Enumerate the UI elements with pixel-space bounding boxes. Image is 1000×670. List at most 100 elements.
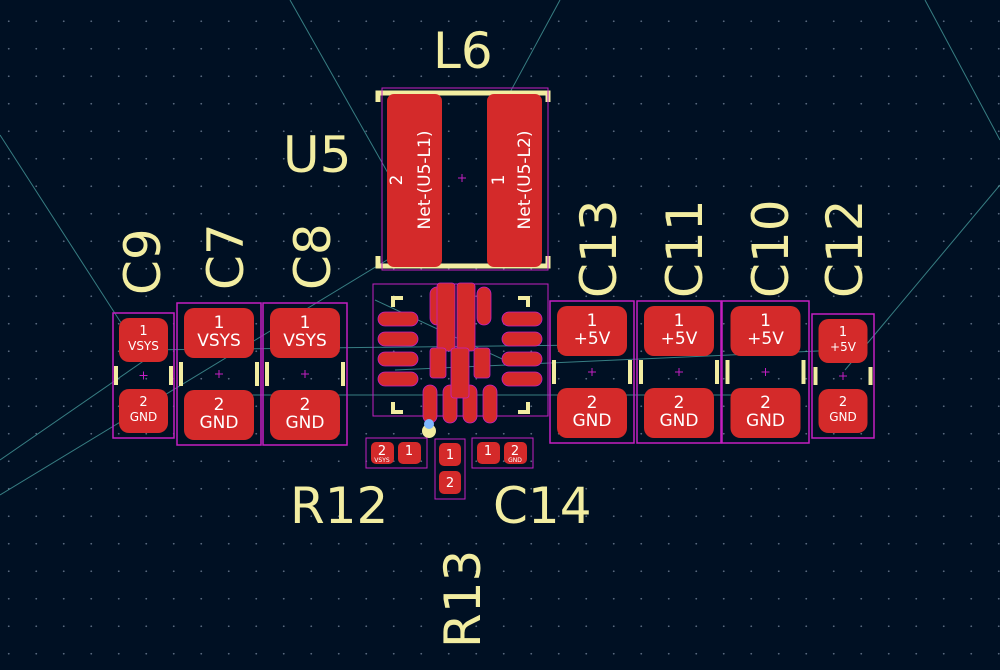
C14-pad-1-number: 1 bbox=[484, 444, 492, 459]
C13-courtyard bbox=[549, 300, 635, 444]
resistor-R12[interactable]: 2 VSYS 1 bbox=[365, 437, 428, 469]
L6-pad-2[interactable]: 2 Net-(U5-L1) bbox=[387, 94, 442, 267]
C12-pad-1-number: 1 bbox=[839, 325, 847, 340]
C8-pad-1-number: 1 bbox=[300, 313, 311, 333]
C13-pad-2[interactable] bbox=[557, 388, 627, 438]
C8-courtyard bbox=[262, 302, 348, 446]
U5-silkscreen bbox=[391, 296, 530, 414]
C12-center-marker bbox=[839, 372, 847, 380]
C9-pad-2[interactable] bbox=[119, 389, 168, 433]
C8-pad-2-number: 2 bbox=[300, 395, 311, 415]
C10-pad-2-net: GND bbox=[746, 411, 785, 431]
C10-pad-1-number: 1 bbox=[760, 311, 771, 331]
L6-pad-2-number: 2 bbox=[387, 175, 407, 186]
ref-label-C8: C8 bbox=[284, 223, 342, 290]
C12-pad-2-net: GND bbox=[829, 410, 857, 424]
C7-pad-2-number: 2 bbox=[214, 395, 225, 415]
C12-pad-1[interactable] bbox=[818, 319, 868, 363]
R13-pad-1-number: 1 bbox=[446, 448, 454, 463]
C9-center-marker bbox=[139, 371, 148, 380]
C11-pad-2-number: 2 bbox=[674, 393, 685, 413]
C12-silkscreen bbox=[813, 367, 873, 385]
ref-label-C12: C12 bbox=[816, 199, 874, 298]
L6-pad-1[interactable]: 1 Net-(U5-L2) bbox=[487, 94, 542, 267]
ref-label-C14: C14 bbox=[493, 477, 592, 535]
C7-silkscreen bbox=[179, 362, 259, 386]
C8-center-marker bbox=[301, 370, 309, 378]
C13-pad-1-number: 1 bbox=[587, 311, 598, 331]
R13-courtyard bbox=[434, 438, 466, 500]
C12-courtyard bbox=[811, 313, 875, 439]
C13-pad-2-number: 2 bbox=[587, 393, 598, 413]
C8-pad-2-net: GND bbox=[286, 413, 325, 433]
C11-pad-2[interactable] bbox=[644, 388, 714, 438]
C14-pad-2-net: GND bbox=[508, 457, 522, 464]
C7-pad-1[interactable] bbox=[184, 308, 254, 358]
R13-pad-2-number: 2 bbox=[446, 476, 454, 491]
C9-pad-1-net: VSYS bbox=[128, 339, 159, 353]
C9-pad-2-net: GND bbox=[130, 410, 158, 424]
C14-pad-2[interactable] bbox=[504, 442, 527, 464]
R13-pad-1[interactable] bbox=[439, 443, 461, 466]
C11-pad-2-net: GND bbox=[660, 411, 699, 431]
R12-pad-1[interactable] bbox=[398, 442, 421, 464]
C9-pad-1[interactable] bbox=[119, 318, 168, 362]
R13-pad-2[interactable] bbox=[439, 471, 461, 494]
ratsnest-line bbox=[0, 359, 146, 461]
L6-center-marker bbox=[458, 174, 466, 182]
R12-pad-2-net: VSYS bbox=[374, 457, 390, 464]
ref-label-U5: U5 bbox=[283, 126, 351, 184]
C11-pad-1[interactable] bbox=[644, 306, 714, 356]
C7-pad-2[interactable] bbox=[184, 390, 254, 440]
C11-pad-1-number: 1 bbox=[674, 311, 685, 331]
C7-courtyard bbox=[176, 302, 262, 446]
U5-right-pins bbox=[501, 311, 543, 387]
C10-courtyard bbox=[721, 300, 810, 444]
capacitor-C14[interactable]: 1 2 GND bbox=[471, 437, 534, 469]
C9-silkscreen bbox=[114, 366, 173, 385]
ratsnest-line bbox=[924, 0, 1000, 141]
capacitors: 1VSYS2GNDC91VSYS2GNDC71VSYS2GNDC81+5V2GN… bbox=[112, 199, 875, 446]
ref-label-C7: C7 bbox=[197, 223, 255, 290]
C7-pad-1-net: VSYS bbox=[197, 331, 241, 351]
C8-pad-1[interactable] bbox=[270, 308, 340, 358]
C11-courtyard bbox=[636, 300, 722, 444]
C12-pad-2[interactable] bbox=[818, 389, 868, 433]
C10-pad-2-number: 2 bbox=[760, 393, 771, 413]
C10-pad-1[interactable] bbox=[730, 306, 801, 356]
L6-pad-2-net: Net-(U5-L1) bbox=[415, 131, 435, 230]
resistor-R13[interactable]: 1 2 bbox=[434, 438, 466, 500]
C9-pad-1-number: 1 bbox=[139, 324, 147, 339]
C13-silkscreen bbox=[552, 360, 632, 384]
C13-pad-2-net: GND bbox=[573, 411, 612, 431]
inductor-L6[interactable]: L6 2 Net-(U5-L1) 1 Net-(U5-L2) bbox=[375, 22, 551, 271]
ref-label-R13: R13 bbox=[434, 550, 492, 648]
ic-U5[interactable] bbox=[372, 282, 549, 438]
U5-left-pins bbox=[377, 311, 419, 387]
C13-center-marker bbox=[588, 368, 596, 376]
ref-label-C9: C9 bbox=[114, 228, 172, 295]
C10-pad-2[interactable] bbox=[730, 388, 801, 438]
ref-label-C11: C11 bbox=[656, 199, 714, 298]
C14-pad-2-number: 2 bbox=[511, 444, 519, 459]
R12-pad-2[interactable] bbox=[371, 442, 394, 464]
ref-label-C13: C13 bbox=[570, 199, 628, 298]
C10-center-marker bbox=[761, 368, 770, 376]
C8-pad-2[interactable] bbox=[270, 390, 340, 440]
C7-pad-1-number: 1 bbox=[214, 313, 225, 333]
R12-courtyard bbox=[365, 437, 428, 469]
C14-pad-1[interactable] bbox=[477, 442, 500, 464]
C13-pad-1[interactable] bbox=[557, 306, 627, 356]
ref-label-R12: R12 bbox=[290, 477, 388, 535]
C7-pad-2-net: GND bbox=[200, 413, 239, 433]
C10-pad-1-net: +5V bbox=[747, 329, 784, 349]
L6-pad-1-number: 1 bbox=[489, 175, 509, 186]
